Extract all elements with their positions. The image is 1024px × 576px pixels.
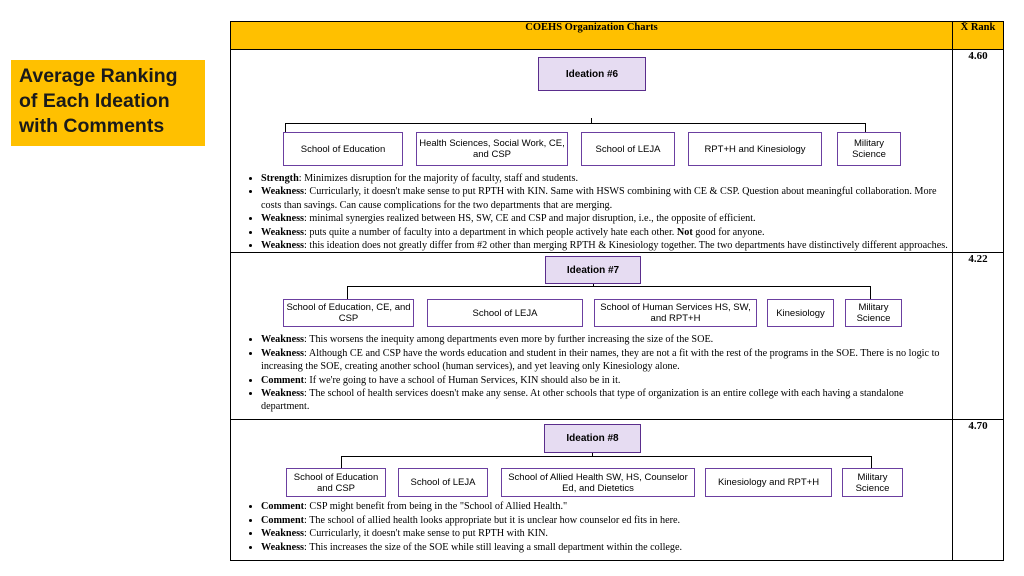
rank-value: 4.70 [952, 419, 1004, 562]
ideation-box: Ideation #8 [544, 424, 641, 454]
comment-list: Strength: Minimizes disruption for the m… [231, 172, 952, 252]
unit-box: Military Science [837, 132, 901, 166]
rank-value: 4.60 [952, 48, 1004, 254]
list-item: Weakness: Curricularly, it doesn't make … [261, 185, 948, 212]
ideation-cell: Ideation #8 School of Education and CSP … [230, 419, 953, 562]
comment-list: Comment: CSP might benefit from being in… [231, 500, 952, 554]
table-row: Ideation #7 School of Education, CE, and… [230, 252, 1004, 421]
list-item: Weakness: minimal synergies realized bet… [261, 212, 948, 225]
unit-box: School of LEJA [581, 132, 675, 166]
ideation-box: Ideation #7 [545, 256, 641, 285]
org-chart-8: Ideation #8 School of Education and CSP … [231, 420, 952, 500]
list-item: Weakness: This increases the size of the… [261, 541, 948, 554]
list-item: Weakness: Curricularly, it doesn't make … [261, 527, 948, 540]
list-item: Weakness: this ideation does not greatly… [261, 239, 948, 252]
comment-list: Weakness: This worsens the inequity amon… [231, 333, 952, 413]
unit-box: Military Science [842, 468, 903, 498]
table-row: Ideation #6 School of Education Health S… [230, 48, 1004, 254]
unit-box: School of Allied Health SW, HS, Counselo… [501, 468, 695, 498]
side-title: Average Ranking of Each Ideation with Co… [11, 60, 205, 146]
ideation-cell: Ideation #6 School of Education Health S… [230, 48, 953, 254]
org-chart-7: Ideation #7 School of Education, CE, and… [231, 253, 952, 333]
list-item: Weakness: puts quite a number of faculty… [261, 226, 948, 239]
list-item: Strength: Minimizes disruption for the m… [261, 172, 948, 185]
list-item: Weakness: The school of health services … [261, 387, 948, 414]
unit-box: Health Sciences, Social Work, CE, and CS… [416, 132, 568, 166]
table-header-rank: X̄ Rank [952, 21, 1004, 50]
unit-box: Kinesiology [767, 299, 834, 328]
unit-box: School of Education and CSP [286, 468, 386, 498]
unit-box: RPT+H and Kinesiology [688, 132, 822, 166]
list-item: Comment: The school of allied health loo… [261, 514, 948, 527]
unit-box: School of Human Services HS, SW, and RPT… [594, 299, 757, 328]
unit-box: School of Education [283, 132, 403, 166]
rank-value: 4.22 [952, 252, 1004, 421]
table-row: Ideation #8 School of Education and CSP … [230, 419, 1004, 562]
list-item: Weakness: This worsens the inequity amon… [261, 333, 948, 346]
list-item: Comment: CSP might benefit from being in… [261, 500, 948, 513]
unit-box: School of LEJA [398, 468, 488, 498]
list-item: Weakness: Although CE and CSP have the w… [261, 347, 948, 374]
org-charts-table: COEHS Organization Charts X̄ Rank Ideati… [230, 21, 1004, 562]
table-header-title: COEHS Organization Charts [230, 21, 953, 50]
unit-box: School of LEJA [427, 299, 583, 328]
org-chart-6: Ideation #6 School of Education Health S… [231, 50, 952, 166]
ideation-box: Ideation #6 [538, 57, 646, 91]
ideation-cell: Ideation #7 School of Education, CE, and… [230, 252, 953, 421]
list-item: Comment: If we're going to have a school… [261, 374, 948, 387]
unit-box: Kinesiology and RPT+H [705, 468, 832, 498]
unit-box: Military Science [845, 299, 902, 328]
unit-box: School of Education, CE, and CSP [283, 299, 414, 328]
